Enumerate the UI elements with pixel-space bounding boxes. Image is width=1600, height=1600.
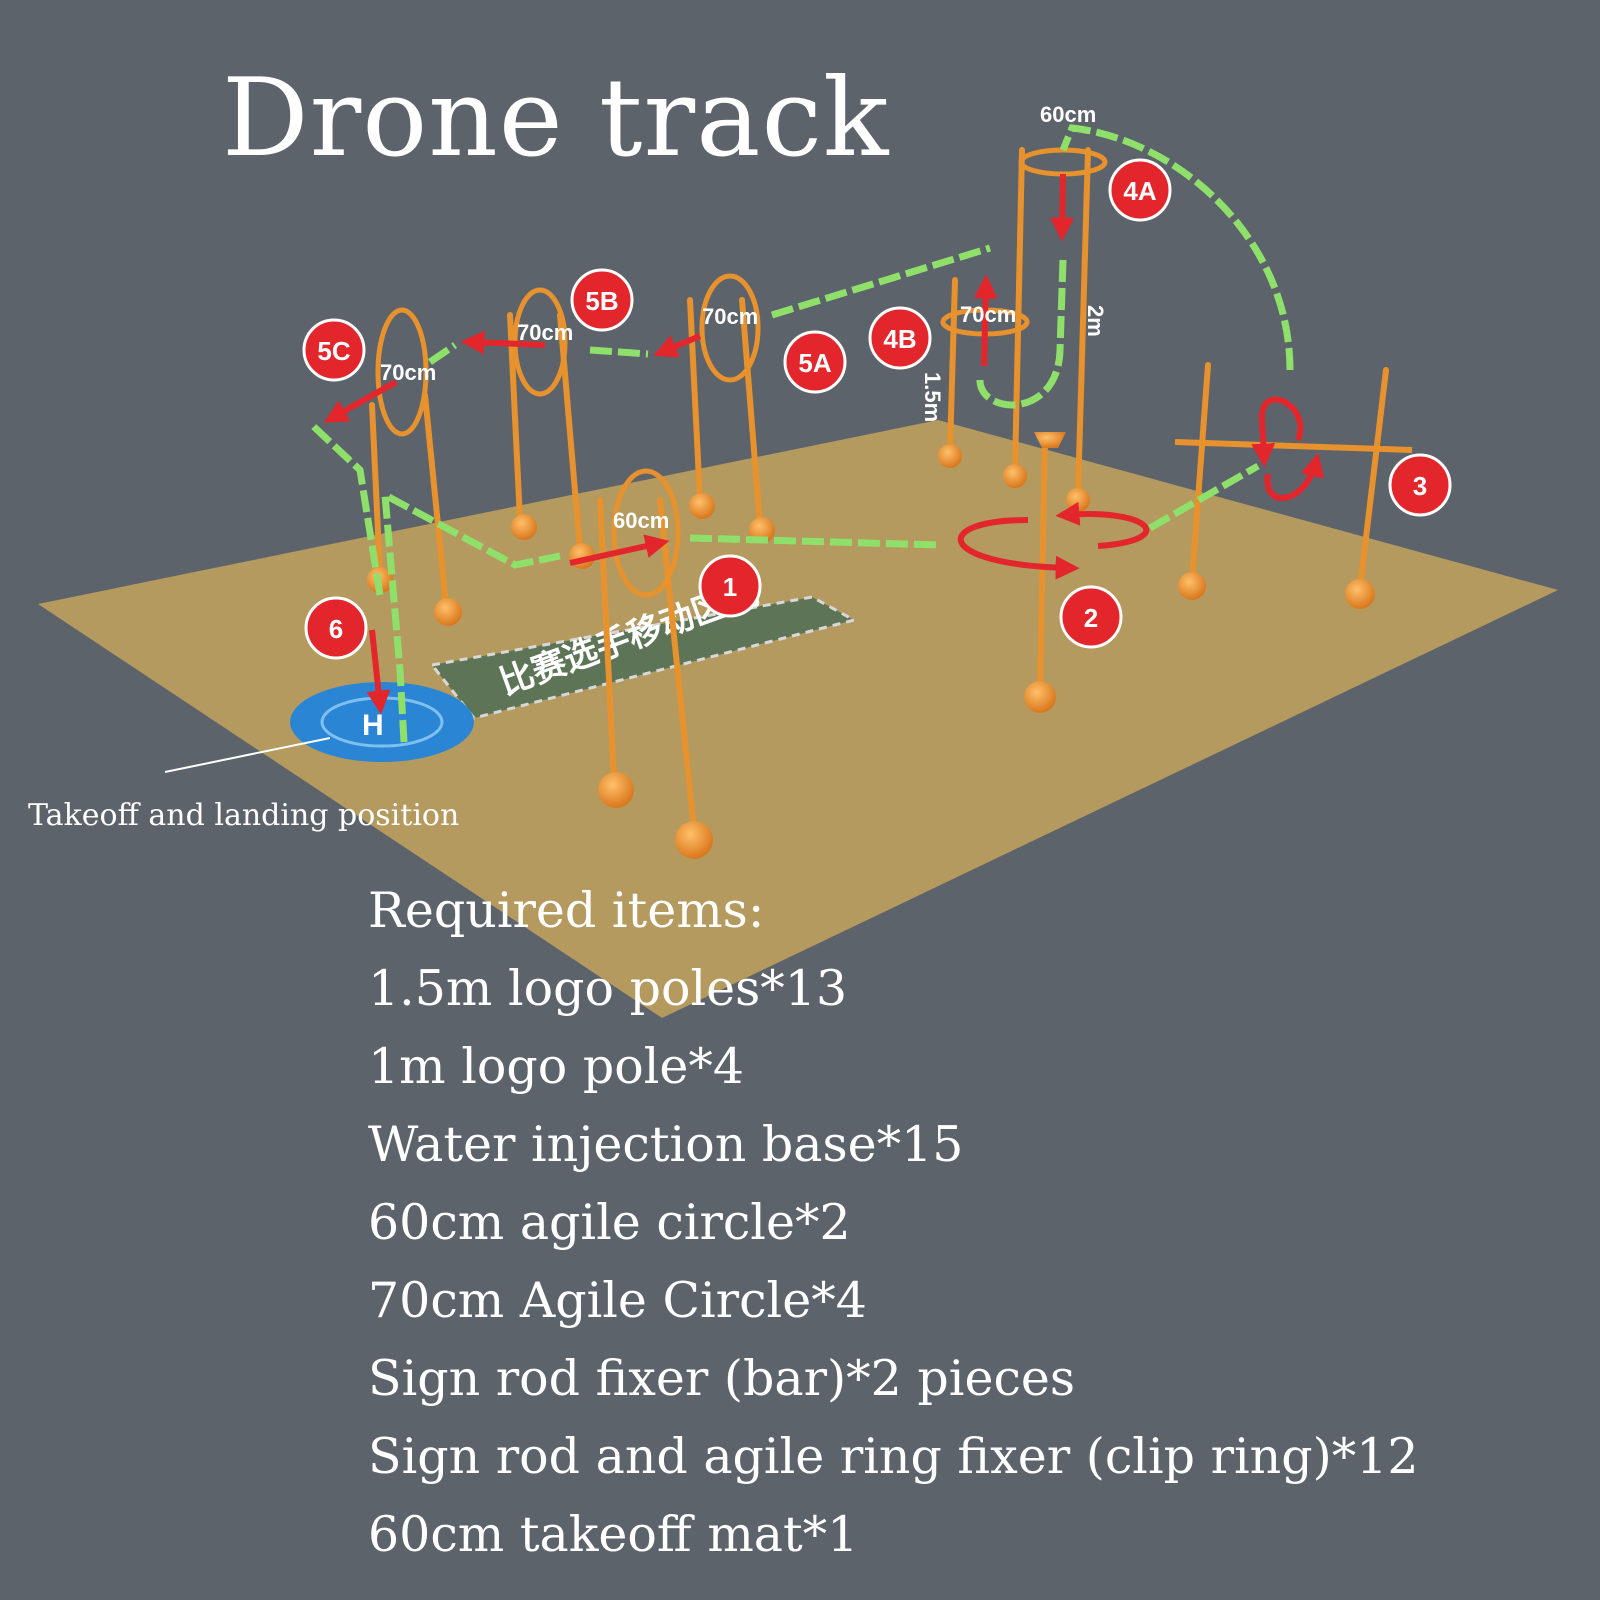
badge-2: 2 xyxy=(1059,585,1123,649)
badge-5a: 5A xyxy=(783,330,847,394)
ring-1-size: 60cm xyxy=(613,508,669,533)
flight-path xyxy=(309,124,1294,743)
svg-text:3: 3 xyxy=(1413,471,1427,501)
list-item: Water injection base*15 xyxy=(368,1116,964,1173)
list-heading: Required items: xyxy=(368,882,765,939)
badge-4a: 4A xyxy=(1108,158,1172,222)
list-item: Sign rod fixer (bar)*2 pieces xyxy=(368,1350,1076,1407)
ring-4b-size: 70cm xyxy=(960,302,1016,327)
direction-arrows xyxy=(323,173,1325,715)
ring-5c-size: 70cm xyxy=(380,360,436,385)
takeoff-caption: Takeoff and landing position xyxy=(28,798,460,833)
pole-bases xyxy=(367,432,1375,859)
list-item: 60cm takeoff mat*1 xyxy=(368,1506,859,1563)
badge-6: 6 xyxy=(304,596,368,660)
svg-text:6: 6 xyxy=(329,614,343,644)
poles xyxy=(369,147,1389,833)
takeoff-mat: H xyxy=(290,682,474,762)
svg-text:H: H xyxy=(362,709,384,742)
sign-rod-bar xyxy=(1174,439,1413,453)
list-item: 1m logo pole*4 xyxy=(368,1038,745,1095)
ring-5a-size: 70cm xyxy=(702,304,758,329)
track-floor xyxy=(38,420,1558,1018)
badge-5b: 5B xyxy=(570,268,634,332)
svg-text:2: 2 xyxy=(1084,603,1098,633)
required-items-list: Required items: 1.5m logo poles*13 1m lo… xyxy=(368,872,1419,1574)
list-item: Sign rod and agile ring fixer (clip ring… xyxy=(368,1428,1419,1485)
list-item: 60cm agile circle*2 xyxy=(368,1194,851,1251)
height-1-5m-label: 1.5m xyxy=(920,372,945,422)
svg-text:4B: 4B xyxy=(883,324,916,354)
svg-text:5C: 5C xyxy=(317,336,350,366)
caption-leader-line xyxy=(164,737,331,773)
svg-text:4A: 4A xyxy=(1123,176,1156,206)
badge-3: 3 xyxy=(1388,453,1452,517)
svg-text:5B: 5B xyxy=(585,286,618,316)
badge-1: 1 xyxy=(698,554,762,618)
height-2m-label: 2m xyxy=(1083,305,1108,337)
svg-text:1: 1 xyxy=(723,572,737,602)
ring-4a-size: 60cm xyxy=(1040,102,1096,127)
ring-5b-size: 70cm xyxy=(517,320,573,345)
badge-4b: 4B xyxy=(868,306,932,370)
page-title: Drone track xyxy=(222,56,890,181)
list-item: 70cm Agile Circle*4 xyxy=(368,1272,867,1329)
svg-text:5A: 5A xyxy=(798,348,831,378)
list-item: 1.5m logo poles*13 xyxy=(368,960,848,1017)
badge-5c: 5C xyxy=(302,318,366,382)
